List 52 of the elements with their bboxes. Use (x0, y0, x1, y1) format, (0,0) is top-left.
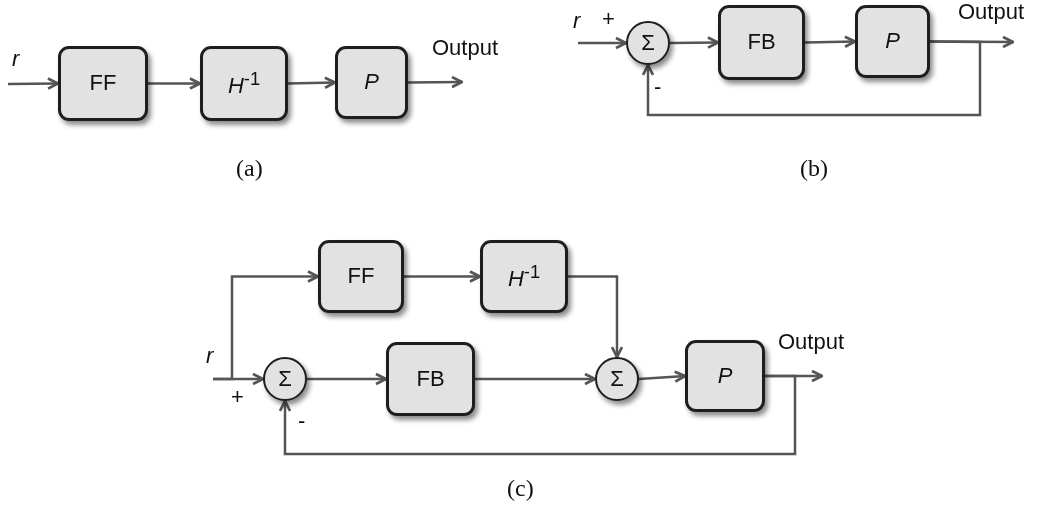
arrow (278, 374, 797, 456)
block-label: FF (347, 264, 375, 289)
arrow (638, 370, 687, 383)
block (480, 240, 568, 313)
sigma-symbol: Σ (278, 366, 292, 392)
arrow (307, 372, 388, 386)
block-label: P (885, 29, 900, 54)
block-label: P (717, 363, 733, 389)
signal-label: r (12, 48, 20, 70)
block-label: FB (747, 30, 776, 55)
output-label: Output (958, 0, 1025, 25)
arrow (670, 36, 720, 49)
block (685, 340, 765, 412)
block-label: FF (89, 71, 117, 96)
subfigure-caption: (a) (236, 156, 263, 180)
block (855, 5, 930, 78)
signal-label: + (602, 8, 615, 30)
output-label: Output (778, 330, 845, 355)
block-label: H$^{-1}$ (507, 261, 541, 292)
sigma-symbol: Σ (641, 30, 655, 56)
summing-junction (626, 21, 670, 65)
summing-junction (595, 357, 639, 401)
arrow (287, 76, 337, 90)
block (200, 46, 288, 121)
arrow (578, 36, 628, 50)
block-label: FB (416, 366, 445, 392)
block (58, 46, 148, 121)
block-label: P (364, 70, 379, 95)
block (386, 342, 475, 416)
summing-junction (263, 357, 307, 401)
block (718, 5, 805, 80)
arrow (408, 75, 464, 89)
signal-label: - (298, 410, 306, 432)
arrow (568, 275, 624, 359)
signal-label: + (231, 386, 244, 408)
arrow (475, 372, 597, 386)
arrow (804, 35, 857, 49)
arrow (148, 77, 202, 90)
block (335, 46, 408, 119)
output-label: Output (432, 36, 499, 61)
signal-label: r (573, 10, 581, 32)
block-label: H$^{-1}$ (227, 68, 261, 99)
arrow (404, 270, 482, 283)
sigma-symbol: Σ (610, 366, 624, 392)
signal-label: r (206, 345, 214, 367)
subfigure-caption: (c) (507, 476, 534, 500)
arrow (641, 40, 982, 117)
signal-label: - (654, 76, 662, 98)
subfigure-caption: (b) (800, 156, 828, 180)
arrow (8, 77, 60, 90)
block (318, 240, 404, 313)
arrow (213, 372, 265, 386)
